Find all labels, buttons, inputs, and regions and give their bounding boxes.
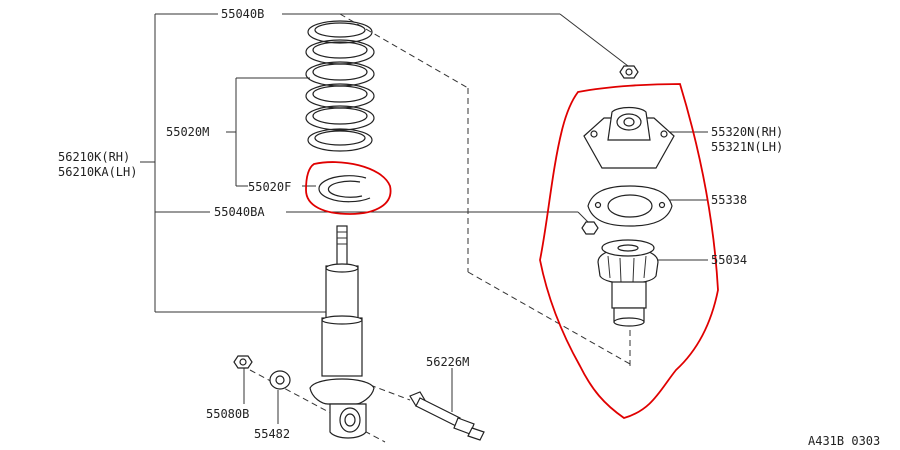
rib-4 xyxy=(643,255,647,279)
rib-1 xyxy=(607,255,611,279)
part-labels: 55040B 55020M 55020F 55040BA 56210K(RH) … xyxy=(58,7,880,448)
gasket-hole-left xyxy=(594,201,602,209)
coil-spring xyxy=(305,20,375,152)
guide-lower-diag xyxy=(467,271,631,365)
shock-bushing-hole xyxy=(344,413,356,427)
nut-and-washer xyxy=(233,355,291,390)
spring-inner-4 xyxy=(312,85,368,103)
highlight-upper-mount-group xyxy=(539,83,719,419)
label-55020F: 55020F xyxy=(248,180,291,194)
spring-inner-1 xyxy=(314,22,366,38)
highlight-spring-seat xyxy=(305,161,392,215)
hex-nut-hole xyxy=(239,358,247,366)
shock-mount-plate xyxy=(309,378,375,405)
nut-55040B-hole xyxy=(625,68,633,76)
label-56226M: 56226M xyxy=(426,355,469,369)
rib-3 xyxy=(632,257,635,283)
bump-stopper-hole xyxy=(617,244,639,252)
shock-upper-body xyxy=(325,265,359,319)
mount-plate xyxy=(583,117,675,169)
bump-stopper-body xyxy=(611,281,647,309)
diagram-reference-code: A431B 0303 xyxy=(808,434,880,448)
gasket-outer xyxy=(587,185,673,227)
strut-mount xyxy=(583,106,675,169)
bump-stopper-bottom xyxy=(613,317,645,327)
washer-hole xyxy=(275,375,285,385)
spring-inner-5 xyxy=(312,107,368,125)
mount-center-ring xyxy=(616,113,642,131)
label-55338: 55338 xyxy=(711,193,747,207)
spring-coil-5 xyxy=(305,105,375,131)
spring-coil-3 xyxy=(305,61,375,87)
label-55321N-LH: 55321N(LH) xyxy=(711,140,783,154)
leader-55040B-diag xyxy=(559,13,629,67)
label-56210K-RH: 56210K(RH) xyxy=(58,150,130,164)
gasket-inner xyxy=(607,194,653,218)
spring-seat-inner xyxy=(327,180,363,198)
label-56210KA-LH: 56210KA(LH) xyxy=(58,165,137,179)
pin-end xyxy=(467,427,485,441)
label-55020M: 55020M xyxy=(166,125,209,139)
mount-center-hole xyxy=(623,117,635,127)
mount-stud-right xyxy=(660,130,668,138)
rib-2 xyxy=(619,257,622,283)
spring-coil-4 xyxy=(305,83,375,109)
label-55080B: 55080B xyxy=(206,407,249,421)
lower-nut xyxy=(581,221,599,235)
mounting-pin xyxy=(409,391,485,441)
spring-coil-1 xyxy=(307,20,373,44)
shock-bushing xyxy=(339,407,361,433)
gasket-hole-right xyxy=(658,201,666,209)
mount-stud-left xyxy=(590,130,598,138)
upper-nut xyxy=(619,65,639,79)
nut-55040B xyxy=(619,65,639,79)
label-55482: 55482 xyxy=(254,427,290,441)
shock-upper-cap xyxy=(325,263,359,273)
label-55320N-RH: 55320N(RH) xyxy=(711,125,783,139)
gasket xyxy=(587,185,673,227)
nut-55040BA xyxy=(581,221,599,235)
spring-seat-outer xyxy=(318,175,371,203)
bump-stopper-top xyxy=(601,239,655,257)
spring-inner-3 xyxy=(312,63,368,81)
spring-seat xyxy=(318,175,371,203)
shock-absorber xyxy=(309,225,375,439)
pin-shaft xyxy=(415,397,461,427)
label-55034: 55034 xyxy=(711,253,747,267)
spring-inner-6 xyxy=(314,130,366,146)
bump-stopper xyxy=(597,239,659,327)
shock-lower-body xyxy=(321,317,363,377)
spring-inner-2 xyxy=(312,41,368,59)
label-55040BA: 55040BA xyxy=(214,205,265,219)
label-55040B: 55040B xyxy=(221,7,264,21)
hex-nut-55080B xyxy=(233,355,253,369)
shock-lower-cap xyxy=(321,315,363,325)
washer-55482 xyxy=(269,370,291,390)
spring-coil-6 xyxy=(307,128,373,152)
guide-pin-axis xyxy=(369,384,411,401)
